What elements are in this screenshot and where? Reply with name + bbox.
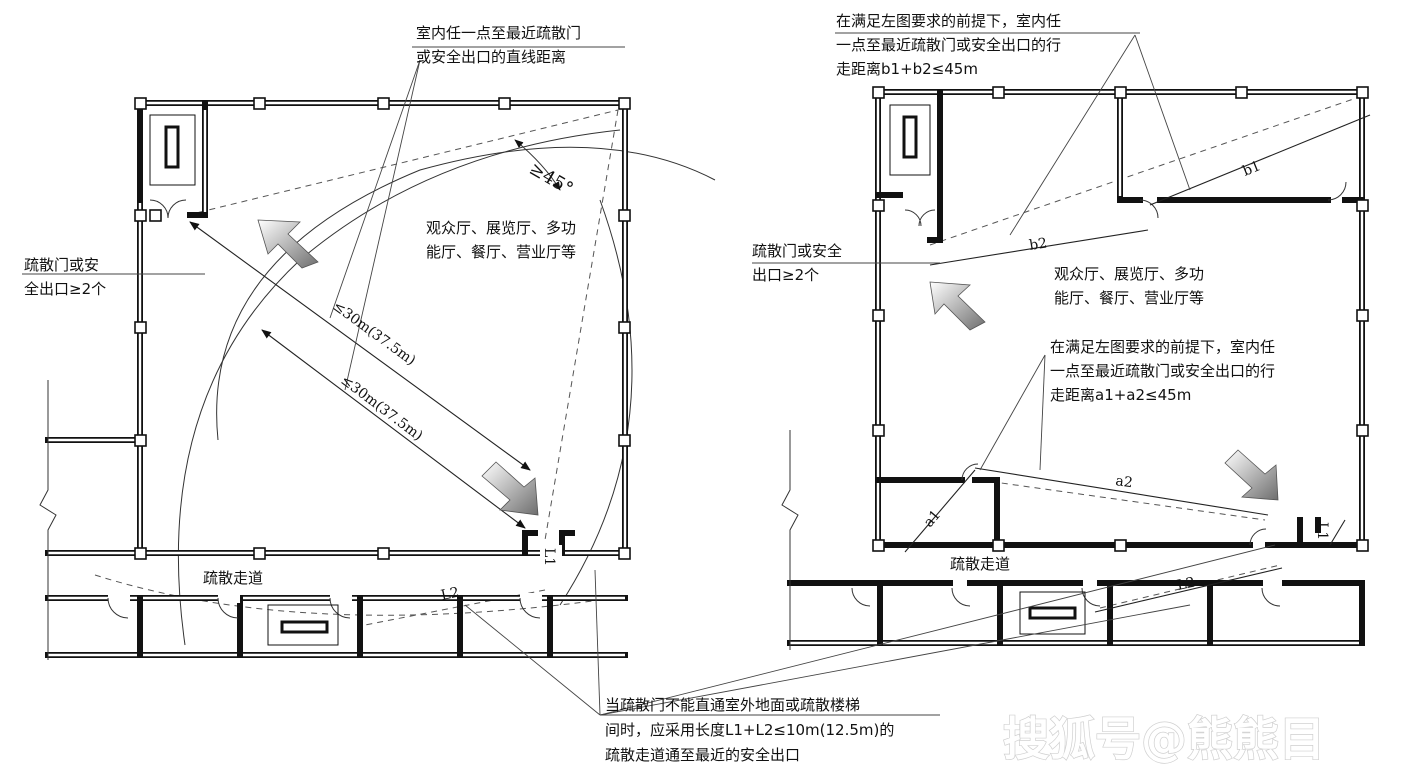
right-note-b-line-1: 在满足左图要求的前提下，室内任 bbox=[836, 12, 1061, 30]
b2-label: b2 bbox=[1028, 235, 1048, 254]
right-note-a-line-1: 在满足左图要求的前提下，室内任 bbox=[1050, 338, 1275, 356]
right-room-types-line-2: 能厅、餐厅、营业厅等 bbox=[1054, 289, 1204, 307]
right-corridor-label: 疏散走道 bbox=[950, 555, 1010, 573]
left-exit-count-line-2: 全出口≥2个 bbox=[24, 280, 106, 298]
left-dim-lower: ≤30m(37.5m) bbox=[338, 372, 426, 444]
left-note-line-2: 或安全出口的直线距离 bbox=[416, 48, 566, 66]
bottom-note-line-2: 间时，应采用长度L1+L2≤10m(12.5m)的 bbox=[605, 721, 894, 739]
right-note-a-line-3: 走距离a1+a2≤45m bbox=[1050, 386, 1191, 404]
right-l2-label: L2 bbox=[1176, 574, 1197, 593]
angle-label: ≥45° bbox=[526, 158, 577, 200]
b1-label: b1 bbox=[1241, 158, 1264, 180]
right-note-a-line-2: 一点至最近疏散门或安全出口的行 bbox=[1050, 362, 1275, 380]
left-corridor-label: 疏散走道 bbox=[203, 569, 263, 587]
left-lower-arrow bbox=[481, 461, 539, 516]
left-upper-arrow bbox=[257, 219, 319, 269]
right-exit-count-line-1: 疏散门或安全 bbox=[752, 242, 842, 260]
right-exit-count-line-2: 出口≥2个 bbox=[752, 266, 819, 284]
right-note-b-line-3: 走距离b1+b2≤45m bbox=[836, 60, 978, 78]
left-floor-plan bbox=[22, 46, 716, 660]
watermark: 搜狐号@熊熊目 bbox=[1003, 712, 1325, 766]
right-upper-arrow bbox=[929, 281, 986, 331]
left-l2-label: L2 bbox=[440, 584, 461, 603]
right-note-b-line-2: 一点至最近疏散门或安全出口的行 bbox=[836, 36, 1061, 54]
right-lower-arrow bbox=[1224, 449, 1279, 501]
right-l1-label: L1 bbox=[1314, 522, 1330, 540]
left-room-types-line-2: 能厅、餐厅、营业厅等 bbox=[426, 243, 576, 261]
left-l1-label: L1 bbox=[541, 548, 557, 566]
left-note-line-1: 室内任一点至最近疏散门 bbox=[416, 24, 581, 42]
right-floor-plan bbox=[752, 32, 1371, 650]
left-room-types-line-1: 观众厅、展览厅、多功 bbox=[426, 219, 576, 237]
a2-label: a2 bbox=[1114, 473, 1133, 491]
right-room-types-line-1: 观众厅、展览厅、多功 bbox=[1054, 265, 1204, 283]
bottom-note-line-1: 当疏散门不能直通室外地面或疏散楼梯 bbox=[605, 696, 860, 714]
bottom-note-line-3: 疏散走道通至最近的安全出口 bbox=[605, 746, 800, 764]
left-exit-count-line-1: 疏散门或安 bbox=[24, 256, 99, 274]
